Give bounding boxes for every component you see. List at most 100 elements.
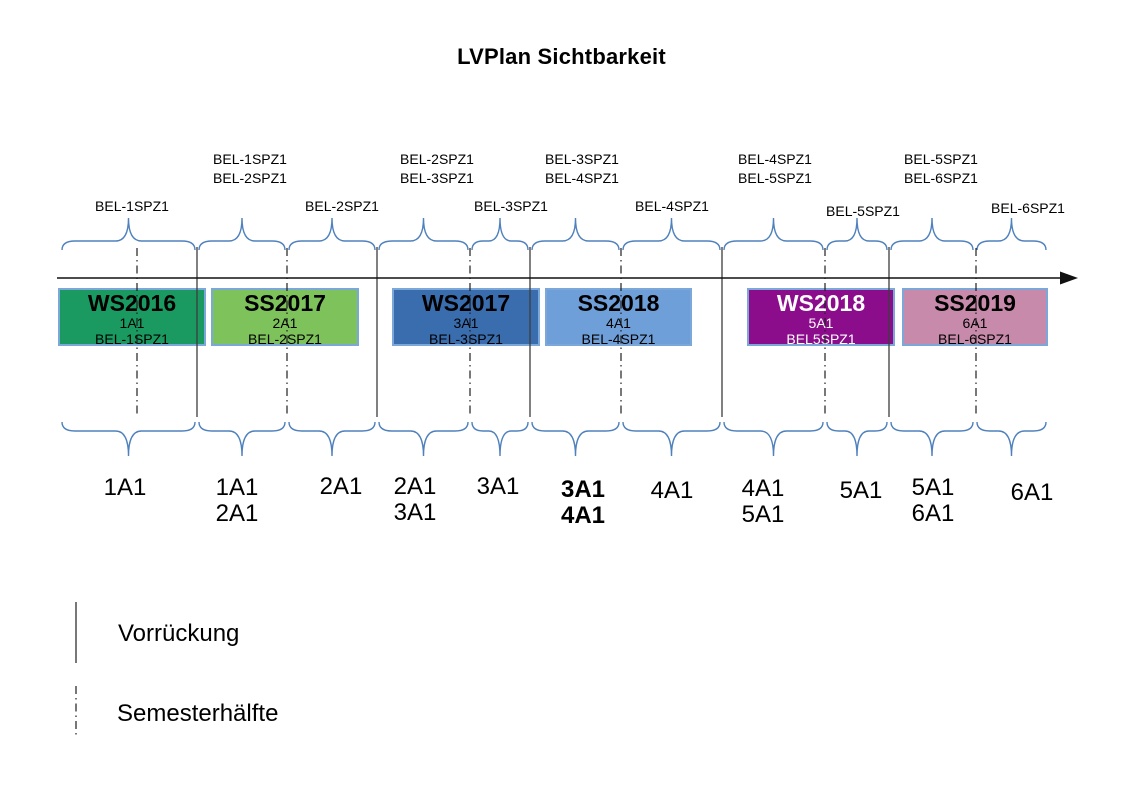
- top-brace-label-line: BEL-4SPZ1: [545, 170, 619, 186]
- semester-class-label: 6A1: [962, 315, 988, 331]
- underbrace: [198, 421, 286, 457]
- bottom-brace-label-line: 4A1: [650, 477, 694, 504]
- bottom-brace-label: 3A1: [477, 474, 520, 500]
- semester-bel-label: BEL-2SPZ1: [248, 330, 322, 346]
- overbrace: [471, 217, 529, 251]
- bottom-brace-label-line: 5A1: [911, 474, 955, 501]
- top-brace-label-line: BEL-5SPZ1: [738, 170, 812, 186]
- semester-class-label: 4A1: [606, 315, 631, 331]
- bottom-brace-label: 6A1: [1011, 480, 1054, 506]
- underbrace: [622, 421, 721, 457]
- overbrace: [61, 217, 196, 251]
- bottom-brace-label-line: 2A1: [393, 473, 437, 500]
- top-brace-label-line: BEL-4SPZ1: [635, 198, 709, 214]
- bottom-brace-label-line: 1A1: [215, 474, 259, 501]
- bottom-brace-label-line: 4A1: [560, 502, 606, 529]
- bottom-brace-label-line: 3A1: [560, 476, 606, 503]
- top-brace-label-line: BEL-4SPZ1: [738, 151, 812, 167]
- top-brace-label-line: BEL-5SPZ1: [904, 151, 978, 167]
- top-brace-label-line: BEL-5SPZ1: [826, 203, 900, 219]
- overbrace: [723, 217, 824, 251]
- bottom-brace-label-line: 3A1: [393, 499, 437, 526]
- semester-class-label: 5A1: [808, 315, 834, 331]
- legend-label-semesterhaelfte: Semesterhälfte: [117, 700, 279, 727]
- top-brace-label-line: BEL-3SPZ1: [545, 151, 619, 167]
- top-brace-label-line: BEL-6SPZ1: [904, 170, 978, 186]
- bottom-brace-label: 2A1: [320, 474, 363, 500]
- top-brace-label-line: BEL-1SPZ1: [95, 198, 169, 214]
- underbrace: [826, 421, 888, 457]
- top-brace-label-line: BEL-3SPZ1: [474, 198, 548, 214]
- underbrace: [288, 421, 376, 457]
- semester-name: WS2017: [421, 290, 511, 316]
- top-brace-label-line: BEL-6SPZ1: [991, 200, 1065, 216]
- top-brace-label-line: BEL-3SPZ1: [400, 170, 474, 186]
- semester-name: SS2019: [934, 290, 1016, 316]
- top-brace-label-line: BEL-2SPZ1: [213, 170, 287, 186]
- legend-label-vorrueckung: Vorrückung: [118, 620, 240, 647]
- underbrace: [890, 421, 974, 457]
- top-brace-label: BEL-1SPZ1: [95, 197, 169, 216]
- axis-arrowhead-icon: [1060, 271, 1078, 285]
- bottom-brace-label-line: 5A1: [839, 477, 883, 504]
- semester-bel-label: BEL-4SPZ1: [581, 330, 656, 346]
- bottom-brace-label-line: 6A1: [1010, 479, 1054, 506]
- semester-class-label: 1A1: [119, 315, 145, 331]
- bottom-brace-label-line: 3A1: [476, 473, 520, 500]
- overbrace: [622, 217, 721, 251]
- overbrace: [198, 217, 286, 251]
- overbrace: [378, 217, 469, 251]
- top-brace-label: BEL-5SPZ1: [826, 202, 900, 221]
- underbrace: [723, 421, 824, 457]
- bottom-brace-label: 5A1: [840, 478, 883, 504]
- semester-bel-label: BEL-3SPZ1: [429, 330, 503, 346]
- bottom-brace-label-line: 2A1: [319, 473, 363, 500]
- semester-name: WS2018: [776, 290, 866, 316]
- top-brace-label: BEL-3SPZ1: [474, 197, 548, 216]
- bottom-brace-label: 1A1: [104, 475, 147, 501]
- underbrace: [976, 421, 1047, 457]
- bottom-brace-label-line: 4A1: [741, 475, 785, 502]
- bottom-brace-label-line: 1A1: [103, 474, 147, 501]
- overbrace: [531, 217, 620, 251]
- top-brace-label: BEL-6SPZ1: [991, 199, 1065, 218]
- semester-name: WS2016: [87, 290, 177, 316]
- top-brace-label: BEL-4SPZ1: [635, 197, 709, 216]
- underbrace: [471, 421, 529, 457]
- top-brace-label-line: BEL-2SPZ1: [400, 151, 474, 167]
- top-brace-label-line: BEL-1SPZ1: [213, 151, 287, 167]
- semester-class-label: 2A1: [272, 315, 298, 331]
- bottom-brace-label-line: 2A1: [215, 500, 259, 527]
- overbrace: [976, 217, 1047, 251]
- top-brace-label-line: BEL-2SPZ1: [305, 198, 379, 214]
- bottom-brace-label-line: 5A1: [741, 501, 785, 528]
- overbrace: [890, 217, 974, 251]
- semester-bel-label: BEL-1SPZ1: [95, 330, 169, 346]
- semester-name: SS2017: [244, 290, 326, 316]
- bottom-brace-label-line: 6A1: [911, 500, 955, 527]
- semester-bel-label: BEL-6SPZ1: [938, 330, 1012, 346]
- top-brace-label: BEL-2SPZ1: [305, 197, 379, 216]
- diagram-title: LVPlan Sichtbarkeit: [457, 44, 666, 69]
- semester-name: SS2018: [577, 290, 660, 316]
- semester-bel-label: BEL5SPZ1: [786, 330, 856, 346]
- underbrace: [531, 421, 620, 457]
- underbrace: [378, 421, 469, 457]
- overbrace: [288, 217, 376, 251]
